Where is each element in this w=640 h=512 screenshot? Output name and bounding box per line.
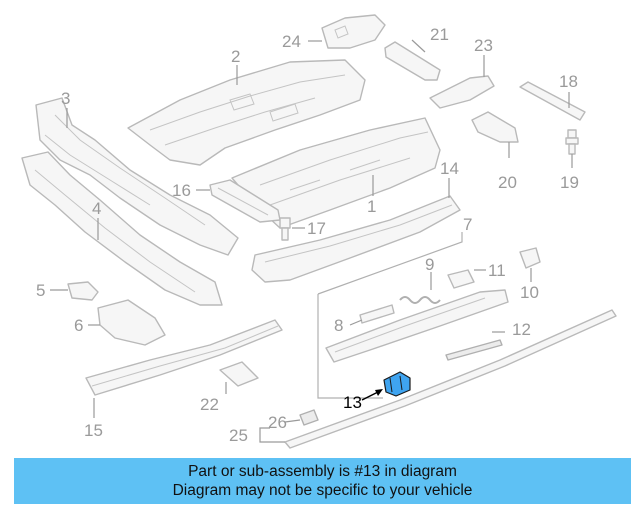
leader-25a [259,427,270,435]
callout-1: 1 [367,197,376,216]
callout-21: 21 [430,25,449,44]
callout-2: 2 [231,47,240,66]
callout-20: 20 [498,173,517,192]
part-20-bracket [471,111,519,143]
leader-8 [349,319,363,326]
callout-15: 15 [84,421,103,440]
part-6-reinforcement [97,299,166,346]
part-4-lower-side-member [21,151,223,306]
callout-5: 5 [36,281,45,300]
part-21-strap [384,41,441,81]
info-banner: Part or sub-assembly is #13 in diagram D… [14,458,631,504]
part-3-side-member [35,97,239,256]
callout-3: 3 [61,89,70,108]
callout-18: 18 [559,72,578,91]
callout-17: 17 [307,219,326,238]
part-22-bracket [219,361,259,387]
part-7-group-box [317,232,463,399]
part-25-sill-molding [284,309,617,449]
part-10-clip [519,247,541,269]
part-14-sill-inner [251,195,461,283]
callout-16: 16 [172,181,191,200]
part-7-rocker-panel [325,289,509,363]
callout-9: 9 [425,255,434,274]
part-11-block [447,269,475,289]
callout-23: 23 [474,36,493,55]
leader-25b [259,435,285,443]
arrowhead-13 [375,389,383,396]
callout-14: 14 [440,159,459,178]
part-8-clip-strip [359,304,395,324]
part-5-bracket [67,281,99,301]
callout-11: 11 [488,261,506,280]
callout-22: 22 [200,395,219,414]
callout-26: 26 [268,413,287,432]
part-13-highlighted-bracket[interactable] [383,371,411,397]
callout-10: 10 [520,283,539,302]
part-15-rocker-reinforcement [85,319,283,396]
callout-25: 25 [229,426,248,445]
callout-19: 19 [560,173,579,192]
part-24-bracket [321,14,386,49]
callout-6: 6 [74,316,83,335]
part-12-trim-strip [445,339,503,361]
leader-21 [411,39,426,53]
part-19-bolt [565,129,579,155]
callout-24: 24 [282,32,301,51]
callout-4: 4 [92,199,101,218]
callout-12: 12 [512,320,531,339]
leader-26 [284,419,301,423]
part-9-seal [399,296,441,304]
part-18-strap [519,81,586,121]
callout-7: 7 [463,215,472,234]
callout-13: 13 [343,393,362,412]
banner-line-2: Diagram may not be specific to your vehi… [172,482,473,499]
parts-diagram: 2 1 3 4 5 6 15 16 [21,14,617,449]
part-26-clip [299,409,319,426]
part-17-bolt [279,217,291,241]
callout-8: 8 [334,316,343,335]
part-23-bracket [429,75,495,109]
banner-line-1: Part or sub-assembly is #13 in diagram [188,463,457,480]
part-2-floor-pan-front [127,59,366,166]
